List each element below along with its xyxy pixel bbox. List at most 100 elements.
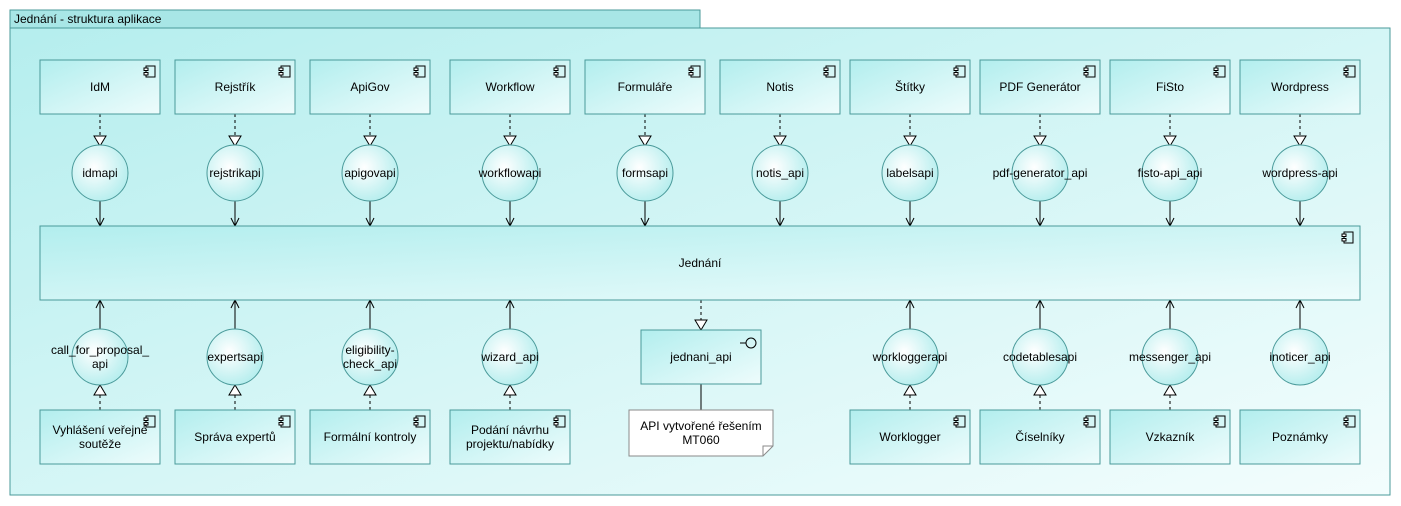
top-component[interactable]: Notis bbox=[719, 59, 841, 115]
component-icon bbox=[953, 415, 966, 428]
top-component[interactable]: Štítky bbox=[849, 59, 971, 115]
component-icon bbox=[953, 65, 966, 78]
note-text: API vytvořené řešením bbox=[640, 419, 761, 433]
api-interface[interactable]: pdf-generator_api bbox=[993, 144, 1088, 202]
api-interface[interactable]: eligibility-check_api bbox=[341, 328, 399, 386]
realization-arrowhead bbox=[228, 384, 242, 396]
component-label: projektu/nabídky bbox=[466, 437, 554, 451]
bottom-component[interactable]: Číselníky bbox=[979, 409, 1101, 465]
api-interface[interactable]: rejstrikapi bbox=[206, 144, 264, 202]
component-label: Vyhlášení veřejné bbox=[53, 423, 148, 437]
component-label: soutěže bbox=[79, 437, 121, 451]
realization-arrowhead bbox=[1033, 384, 1047, 396]
top-component[interactable]: IdM bbox=[39, 59, 161, 115]
component-label: Štítky bbox=[895, 79, 925, 94]
bottom-component[interactable]: Formální kontroly bbox=[309, 409, 431, 465]
api-label: notis_api bbox=[756, 166, 804, 180]
component-label: Podání návrhu bbox=[471, 423, 549, 437]
top-component[interactable]: ApiGov bbox=[309, 59, 431, 115]
realization-arrowhead bbox=[1163, 135, 1177, 147]
realization-arrowhead bbox=[1033, 135, 1047, 147]
component-label: Formuláře bbox=[618, 80, 673, 94]
interface-jednani-api[interactable]: jednani_api bbox=[640, 329, 762, 385]
api-label: wizard_api bbox=[480, 350, 538, 364]
component-icon bbox=[143, 415, 156, 428]
api-interface[interactable]: call_for_proposal_api bbox=[51, 328, 149, 386]
component-icon bbox=[553, 65, 566, 78]
api-label: expertsapi bbox=[207, 350, 262, 364]
top-component[interactable]: Rejstřík bbox=[174, 59, 296, 115]
component-icon bbox=[413, 65, 426, 78]
main-component-jednani[interactable]: Jednání bbox=[39, 225, 1361, 301]
top-component[interactable]: Wordpress bbox=[1239, 59, 1361, 115]
component-label: ApiGov bbox=[350, 80, 389, 94]
top-component[interactable]: Workflow bbox=[449, 59, 571, 115]
realization-arrowhead bbox=[1163, 384, 1177, 396]
bottom-component[interactable]: Worklogger bbox=[849, 409, 971, 465]
api-interface[interactable]: apigovapi bbox=[341, 144, 399, 202]
note-text: MT060 bbox=[682, 433, 720, 447]
realization-arrowhead bbox=[638, 135, 652, 147]
realization-arrowhead bbox=[503, 135, 517, 147]
component-icon bbox=[553, 415, 566, 428]
api-interface[interactable]: workloggerapi bbox=[872, 328, 948, 386]
api-interface[interactable]: formsapi bbox=[616, 144, 674, 202]
api-label: messenger_api bbox=[1129, 350, 1211, 364]
api-interface[interactable]: codetablesapi bbox=[1003, 328, 1077, 386]
api-interface[interactable]: fisto-api_api bbox=[1138, 144, 1203, 202]
api-label: fisto-api_api bbox=[1138, 166, 1203, 180]
component-icon bbox=[413, 415, 426, 428]
component-icon bbox=[823, 65, 836, 78]
component-label: Rejstřík bbox=[215, 80, 257, 94]
api-label: call_for_proposal_ bbox=[51, 343, 149, 357]
main-component-label: Jednání bbox=[679, 256, 722, 270]
api-interface[interactable]: workflowapi bbox=[478, 144, 542, 202]
api-label: idmapi bbox=[82, 166, 117, 180]
component-label: Vzkazník bbox=[1146, 430, 1196, 444]
top-component[interactable]: FiSto bbox=[1109, 59, 1231, 115]
component-icon bbox=[1343, 415, 1356, 428]
interface-label: jednani_api bbox=[669, 350, 731, 364]
api-label: workloggerapi bbox=[872, 350, 948, 364]
api-label: eligibility- bbox=[345, 343, 394, 357]
component-icon bbox=[1213, 415, 1226, 428]
bottom-component[interactable]: Poznámky bbox=[1239, 409, 1361, 465]
component-icon bbox=[278, 65, 291, 78]
api-interface[interactable]: expertsapi bbox=[206, 328, 264, 386]
api-interface[interactable]: wordpress-api bbox=[1261, 144, 1338, 202]
top-component[interactable]: Formuláře bbox=[584, 59, 706, 115]
component-icon bbox=[143, 65, 156, 78]
bottom-component[interactable]: Správa expertů bbox=[174, 409, 296, 465]
api-label: api bbox=[92, 357, 108, 371]
component-label: IdM bbox=[90, 80, 110, 94]
component-label: PDF Generátor bbox=[999, 80, 1080, 94]
bottom-component[interactable]: Vzkazník bbox=[1109, 409, 1231, 465]
component-icon bbox=[278, 415, 291, 428]
component-icon bbox=[1343, 65, 1356, 78]
realization-arrowhead bbox=[694, 319, 708, 331]
api-label: formsapi bbox=[622, 166, 668, 180]
component-label: Formální kontroly bbox=[324, 430, 417, 444]
api-interface[interactable]: messenger_api bbox=[1129, 328, 1211, 386]
frame-title: Jednání - struktura aplikace bbox=[14, 12, 162, 26]
top-component[interactable]: PDF Generátor bbox=[979, 59, 1101, 115]
realization-arrowhead bbox=[773, 135, 787, 147]
api-interface[interactable]: notis_api bbox=[751, 144, 809, 202]
component-icon bbox=[1083, 65, 1096, 78]
api-label: codetablesapi bbox=[1003, 350, 1077, 364]
realization-arrowhead bbox=[93, 384, 107, 396]
component-label: Správa expertů bbox=[194, 430, 275, 444]
api-interface[interactable]: labelsapi bbox=[881, 144, 939, 202]
component-icon bbox=[1341, 231, 1354, 244]
component-label: Worklogger bbox=[879, 430, 940, 444]
realization-arrowhead bbox=[503, 384, 517, 396]
shapes: IdM idmapi Rejstřík rejstrikapi ApiGov apigov… bbox=[39, 59, 1361, 465]
api-interface[interactable]: idmapi bbox=[71, 144, 129, 202]
api-interface[interactable]: wizard_api bbox=[480, 328, 539, 386]
component-label: Workflow bbox=[485, 80, 534, 94]
api-interface[interactable]: inoticer_api bbox=[1269, 328, 1331, 386]
